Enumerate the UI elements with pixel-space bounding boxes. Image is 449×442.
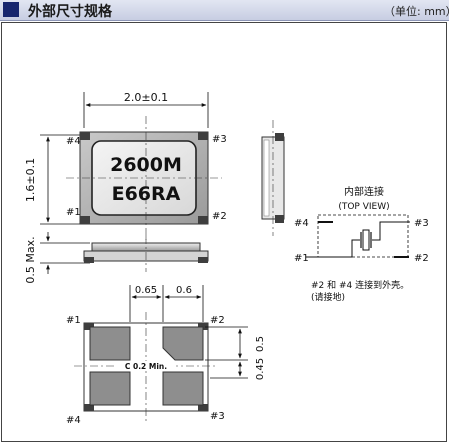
- height-dimension-label: 1.6±0.1: [24, 158, 37, 202]
- pad-dim-d-label: 0.45: [255, 358, 266, 380]
- pad-pin-3-label: #3: [210, 411, 225, 422]
- ground-note-line1: #2 和 #4 连接到外壳。: [311, 279, 409, 291]
- max-height-label: 0.5 Max.: [24, 236, 37, 283]
- pad-dim-a-label: 0.65: [135, 285, 157, 296]
- top-pin-1-label: #1: [66, 207, 81, 218]
- corner-pad-tr: [198, 132, 208, 140]
- width-dimension-label: 2.0±0.1: [124, 91, 168, 104]
- internal-pin-2-label: #2: [414, 253, 429, 264]
- pad-dim-b-label: 0.6: [176, 285, 192, 296]
- top-pin-4-label: #4: [66, 136, 81, 147]
- corner-pad-tl: [80, 132, 90, 140]
- top-view: 2.0±0.1 1.6±0.1 2600M E66RA #4 #3 #1 #2: [24, 91, 227, 240]
- side-profile-view: [261, 120, 285, 236]
- section-header: 外部尺寸规格 （单位: mm）: [0, 0, 449, 21]
- pad-gap-label: C 0.2 Min.: [125, 362, 167, 371]
- side-view: 0.5 Max.: [24, 232, 209, 284]
- marking-line1: 2600M: [110, 154, 182, 176]
- corner-pad-br: [198, 216, 208, 224]
- ground-note-line2: (请接地): [311, 291, 345, 303]
- internal-pin-3-label: #3: [414, 218, 429, 229]
- pad-2: [162, 326, 204, 361]
- section-title: 外部尺寸规格: [28, 4, 112, 20]
- marking-line2: E66RA: [112, 183, 181, 205]
- internal-title: 内部连接: [344, 185, 384, 198]
- internal-pin-4-label: #4: [294, 218, 309, 229]
- pad-layout-view: 0.65 0.6 C 0.2 Min. 0.5 0.45 #1 #2 #4 #3: [66, 285, 266, 426]
- pad-pin-2-label: #2: [210, 315, 225, 326]
- pad-4: [89, 371, 131, 406]
- header-bullet-icon: [3, 2, 19, 17]
- internal-subtitle: (TOP VIEW): [338, 202, 389, 212]
- pad-3: [162, 371, 204, 406]
- pad-dim-c-label: 0.5: [255, 336, 266, 352]
- internal-pin-1-label: #1: [294, 253, 309, 264]
- internal-connection-diagram: 内部连接 (TOP VIEW) #4 #3 #1 #2 #2 和 #4 连接到外…: [294, 185, 429, 303]
- top-pin-2-label: #2: [212, 211, 227, 222]
- pad-pin-4-label: #4: [66, 415, 81, 426]
- corner-pad-bl: [80, 216, 90, 224]
- pad-1: [89, 326, 131, 361]
- pad-pin-1-label: #1: [66, 315, 81, 326]
- top-pin-3-label: #3: [212, 134, 227, 145]
- unit-label: （单位: mm）: [384, 5, 449, 18]
